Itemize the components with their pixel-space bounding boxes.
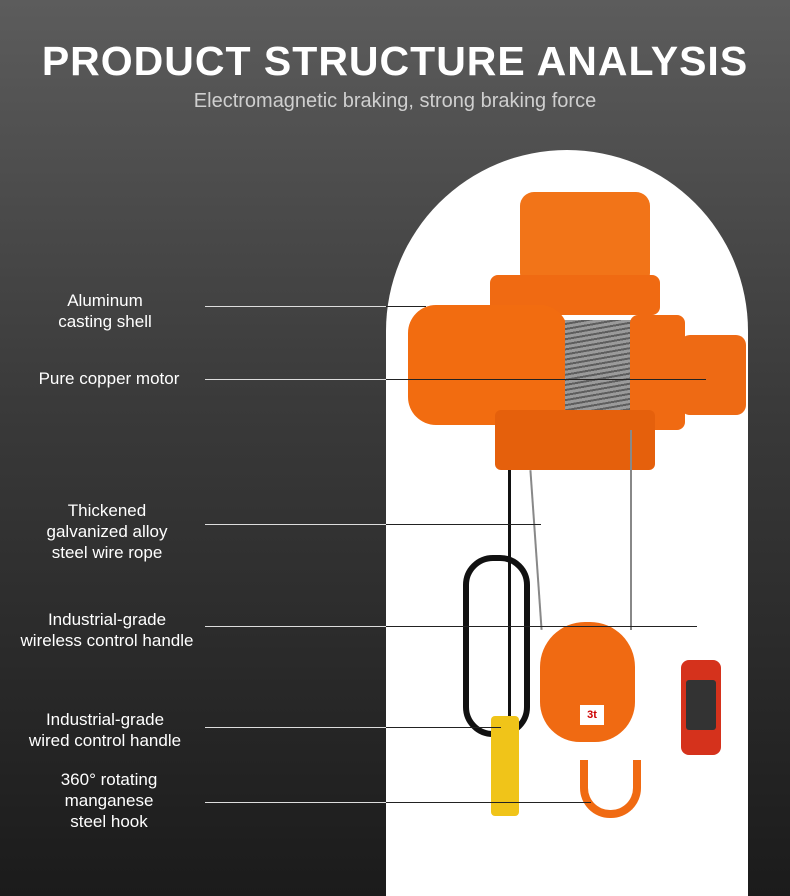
callout-wireless-handle: Industrial-grade wireless control handle [2, 609, 212, 651]
leader-line [386, 306, 426, 307]
callout-text: wired control handle [28, 731, 182, 750]
callout-rotating-hook: 360° rotating manganese steel hook [4, 769, 214, 832]
page-subtitle: Electromagnetic braking, strong braking … [193, 90, 597, 112]
callout-text: Industrial-grade [47, 610, 167, 629]
leader-line [205, 626, 386, 627]
callout-text: Pure copper motor [38, 369, 180, 388]
leader-line [386, 727, 501, 728]
callout-text: manganese [64, 791, 154, 810]
page-title: PRODUCT STRUCTURE ANALYSIS [41, 38, 749, 84]
callout-text: casting shell [58, 312, 152, 331]
leader-line [205, 727, 386, 728]
leader-line [386, 379, 706, 380]
callout-text: 360° rotating [60, 770, 158, 789]
callout-text: Industrial-grade [45, 710, 165, 729]
callout-wired-handle: Industrial-grade wired control handle [0, 709, 210, 751]
callout-aluminum-shell: Aluminum casting shell [0, 290, 210, 332]
leader-line [205, 306, 386, 307]
leader-line [205, 379, 386, 380]
callout-text: steel wire rope [51, 543, 163, 562]
leader-line [386, 524, 541, 525]
callout-wire-rope: Thickened galvanized alloy steel wire ro… [2, 500, 212, 563]
callout-text: steel hook [70, 812, 148, 831]
callout-text: Aluminum [67, 291, 143, 310]
callout-text: wireless control handle [20, 631, 194, 650]
leader-line [205, 802, 386, 803]
callout-text: galvanized alloy [46, 522, 168, 541]
callout-text: Thickened [67, 501, 147, 520]
load-rating-plate: 3t [580, 705, 604, 725]
leader-line [205, 524, 386, 525]
callout-copper-motor: Pure copper motor [4, 368, 214, 389]
leader-line [386, 626, 697, 627]
leader-line [386, 802, 591, 803]
